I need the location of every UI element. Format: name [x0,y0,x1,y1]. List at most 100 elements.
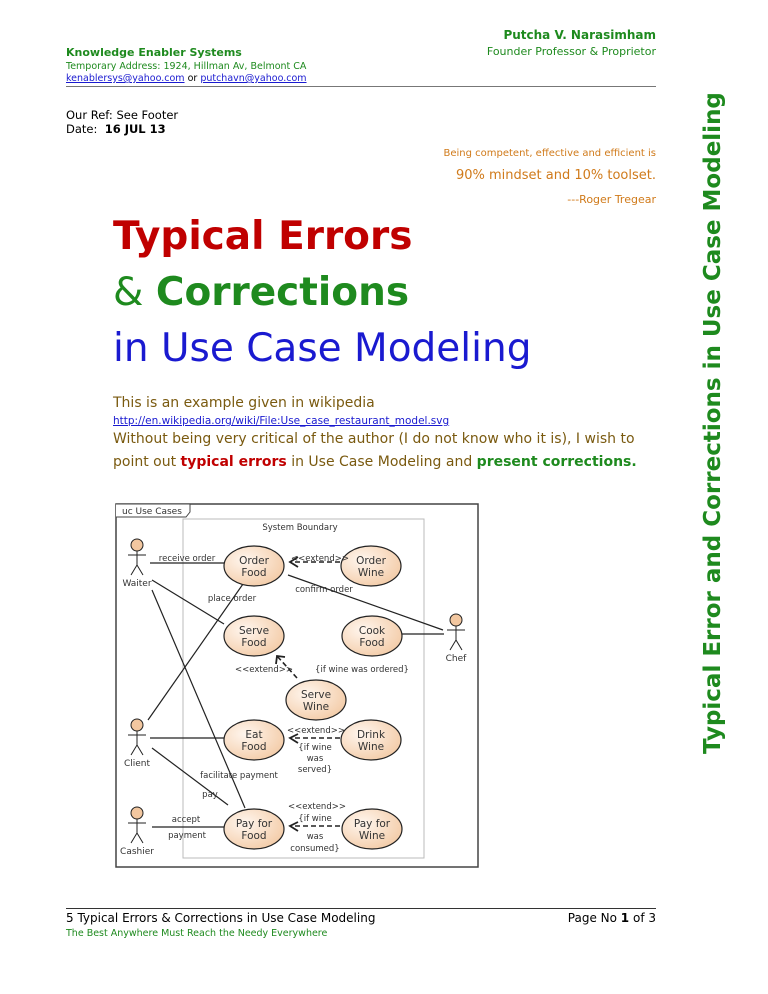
header-divider [66,86,656,87]
title-corrections: Corrections [155,270,410,315]
arrowheads [275,556,299,832]
address: Temporary Address: 1924, Hillman Av, Bel… [66,61,307,72]
use-case-label: Food [241,567,266,579]
use-case-ellipse [223,808,285,850]
use-case-label: Serve [301,689,331,701]
use-case-ellipse [285,679,347,721]
actor-label: Client [124,759,151,769]
actor-label: Chef [446,654,468,664]
actor-icon [449,613,463,627]
use-case-ellipse [341,615,403,657]
use-case-ellipse [340,545,402,587]
actor-body [128,819,146,844]
typical-errors-text: typical errors [180,454,287,470]
use-case-label: Pay for [354,818,391,830]
label-cond-4: was [307,832,324,842]
label-receive-order: receive order [159,554,216,564]
use-case-label: Wine [358,567,384,579]
label-extend-4: <<extend>> [288,802,346,812]
label-facilitate-payment: facilitate payment [200,771,278,781]
present-corrections-text: present corrections. [476,454,637,470]
email-link-2[interactable]: putchavn@yahoo.com [200,73,307,84]
actor-icon [130,718,144,732]
emails: kenablersys@yahoo.com or putchavn@yahoo.… [66,73,307,84]
ampersand: & [113,270,144,315]
label-accept: accept [172,815,201,825]
actor-chef: Chef [446,613,468,664]
author-role: Founder Professor & Proprietor [486,45,656,58]
footer-title: 5 Typical Errors & Corrections in Use Ca… [66,911,376,925]
use-case-ellipse [223,545,285,587]
use-case-label: Wine [303,701,329,713]
use-case-label: Serve [239,625,269,637]
actor-client: Client [124,718,151,769]
use-case-label: Food [359,637,384,649]
label-cond-2: {if wine was ordered} [315,665,409,675]
use-case-label: Food [241,637,266,649]
label-extend-3: <<extend>> [287,726,345,736]
label-place-order: place order [208,594,257,604]
actor-icon [130,538,144,552]
date-label: Date: [66,122,98,136]
quote-line-1: Being competent, effective and efficient… [443,148,656,159]
use-case-ellipse [341,808,403,850]
actor-body [128,731,146,756]
date-value: 16 JUL 13 [104,122,166,136]
intro-p3: point out typical errors in Use Case Mod… [113,454,637,470]
footer-tagline: The Best Anywhere Must Reach the Needy E… [66,928,328,939]
footer-divider [66,908,656,909]
page-total: of 3 [629,911,656,925]
text: point out [113,454,181,470]
use-case-label: Order [239,555,270,567]
extend-arrows [276,561,340,827]
use-case-label: Food [241,830,266,842]
title-line-2: & Corrections [113,270,409,315]
page-current: 1 [620,911,630,925]
frame-tab [116,503,191,518]
actor-waiter: Waiter [122,538,152,589]
use-case-label: Cook [359,625,386,637]
label-cond-4: consumed} [290,844,339,854]
email-link-1[interactable]: kenablersys@yahoo.com [66,73,185,84]
actor-cashier: Cashier [120,806,154,857]
frame-label: uc Use Cases [122,507,182,517]
use-case-label: Drink [357,729,386,741]
label-pay: pay [202,790,218,800]
org-name: Knowledge Enabler Systems [66,46,242,59]
author-name: Putcha V. Narasimham [503,28,656,42]
use-case-label: Order [356,555,387,567]
use-case-label: Pay for [236,818,273,830]
label-cond-4: {if wine [298,814,331,824]
associations [147,562,444,828]
text: in Use Case Modeling and [286,454,477,470]
title-line-1: Typical Errors [113,214,413,259]
label-cond-3: was [307,754,324,764]
wikipedia-link[interactable]: http://en.wikipedia.org/wiki/File:Use_ca… [113,415,450,427]
ref-line: Our Ref: See Footer [66,108,179,122]
extend-arrowhead [275,556,299,832]
intro-p2: Without being very critical of the autho… [113,431,635,447]
use-case-ellipse [223,615,285,657]
use-case-label: Wine [359,830,385,842]
page-label: Page No [567,911,621,925]
page-number: Page No 1 of 3 [568,911,656,925]
title-line-3: in Use Case Modeling [113,326,532,371]
use-case-ellipse [223,719,285,761]
use-case-label: Eat [245,729,262,741]
actor-body [128,551,146,576]
label-payment: payment [168,831,207,841]
label-extend-2: <<extend>> [235,665,293,675]
system-boundary [182,518,425,859]
quote-line-2: 90% mindset and 10% toolset. [455,168,656,183]
